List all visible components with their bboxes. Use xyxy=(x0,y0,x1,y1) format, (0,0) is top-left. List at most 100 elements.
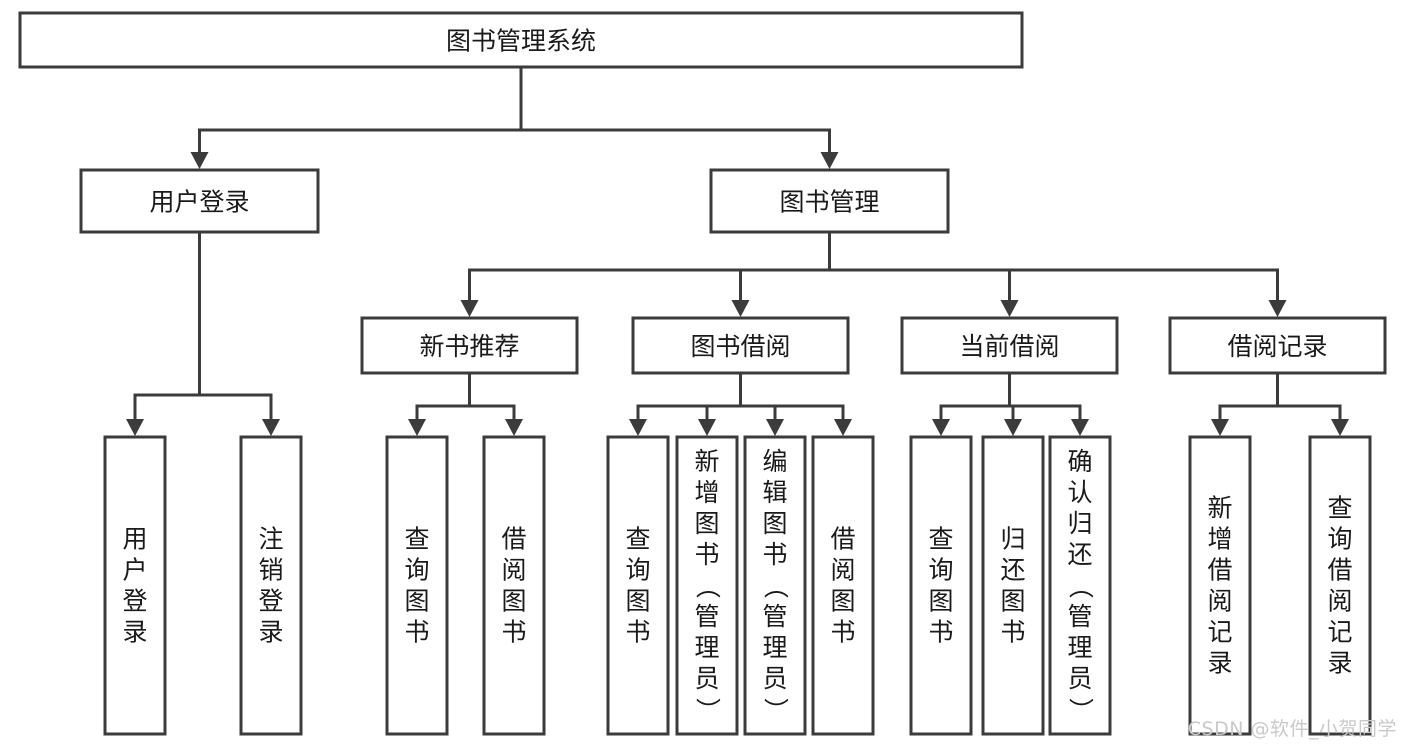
connector-group-当前借阅 xyxy=(932,371,1089,436)
node-label-char: 管 xyxy=(694,602,719,631)
node-box[interactable] xyxy=(385,435,449,736)
node-level3-借阅记录[interactable]: 借阅记录 xyxy=(1168,316,1387,375)
node-layer: 图书管理系统用户登录图书管理新书推荐图书借阅当前借阅借阅记录用户登录注销登录查询… xyxy=(18,11,1387,736)
arrowhead xyxy=(262,419,280,436)
node-label-char: 用 xyxy=(122,525,147,554)
node-box[interactable] xyxy=(811,435,875,736)
node-box[interactable] xyxy=(239,435,303,736)
node-label-char: 归 xyxy=(1067,509,1092,538)
node-level2-用户登录[interactable]: 用户登录 xyxy=(79,168,320,234)
node-label: 当前借阅 xyxy=(959,332,1059,361)
node-level3-新书推荐[interactable]: 新书推荐 xyxy=(360,316,579,375)
node-label-char: 借 xyxy=(1327,556,1352,585)
node-label: 图书管理 xyxy=(779,188,879,217)
node-label-char: （ xyxy=(761,574,790,599)
node-label-char: 图 xyxy=(694,509,719,538)
connector-group-用户登录 xyxy=(126,230,280,436)
node-box[interactable] xyxy=(606,435,670,736)
node-label-char: 注 xyxy=(258,525,283,554)
connector-group-借阅记录 xyxy=(1211,371,1349,436)
node-label-char: 归 xyxy=(1000,525,1025,554)
node-label-char: 阅 xyxy=(1327,587,1352,616)
node-box[interactable] xyxy=(631,316,850,375)
node-box[interactable] xyxy=(709,168,950,234)
node-label-char: 图 xyxy=(830,587,855,616)
node-label-char: 书 xyxy=(501,618,526,647)
node-root-图书管理系统[interactable]: 图书管理系统 xyxy=(18,11,1024,69)
arrowhead xyxy=(408,419,426,436)
arrowhead xyxy=(731,300,750,317)
arrowhead xyxy=(1071,419,1089,436)
node-label-char: 书 xyxy=(625,618,650,647)
node-label-char: 新 xyxy=(1207,494,1232,523)
node-label-char: 理 xyxy=(1067,633,1092,662)
node-label-char: 图 xyxy=(625,587,650,616)
arrowhead xyxy=(932,419,950,436)
node-label-char: 户 xyxy=(122,556,147,585)
node-label-char: 阅 xyxy=(830,556,855,585)
node-level3-当前借阅[interactable]: 当前借阅 xyxy=(900,316,1119,375)
arrowhead xyxy=(1000,300,1019,317)
node-label-char: 询 xyxy=(928,556,953,585)
node-label-char: 认 xyxy=(1067,478,1092,507)
node-level2-图书管理[interactable]: 图书管理 xyxy=(709,168,950,234)
node-label-char: 借 xyxy=(501,525,526,554)
node-leaf-用户登录[interactable]: 用户登录 xyxy=(103,435,167,736)
node-label-char: 书 xyxy=(830,618,855,647)
arrowhead xyxy=(629,419,647,436)
node-label-char: 借 xyxy=(1207,556,1232,585)
node-box[interactable] xyxy=(1048,435,1112,736)
node-label-char: 还 xyxy=(1000,556,1025,585)
node-label: 图书借阅 xyxy=(690,332,790,361)
node-box[interactable] xyxy=(675,435,739,736)
node-box[interactable] xyxy=(18,11,1024,69)
node-box[interactable] xyxy=(1308,435,1372,736)
arrowhead xyxy=(1331,419,1349,436)
node-label: 用户登录 xyxy=(149,188,249,217)
node-label-char: 销 xyxy=(258,556,283,585)
node-box[interactable] xyxy=(1188,435,1252,736)
node-box[interactable] xyxy=(360,316,579,375)
connector-group-图书管理系统 xyxy=(190,65,839,169)
node-box[interactable] xyxy=(1168,316,1387,375)
node-label-char: 理 xyxy=(762,633,787,662)
arrowhead xyxy=(834,419,852,436)
node-label: 新书推荐 xyxy=(419,332,519,361)
node-label-char: 书 xyxy=(694,540,719,569)
node-box[interactable] xyxy=(103,435,167,736)
node-box[interactable] xyxy=(909,435,973,736)
node-label-char: 图 xyxy=(1000,587,1025,616)
arrowhead xyxy=(505,419,523,436)
connector-group-图书借阅 xyxy=(629,371,852,436)
node-label-char: 借 xyxy=(830,525,855,554)
node-box[interactable] xyxy=(482,435,546,736)
node-label-char: 增 xyxy=(1207,525,1232,554)
node-label-char: ） xyxy=(1066,698,1095,723)
node-label-char: 管 xyxy=(1067,602,1092,631)
node-level3-图书借阅[interactable]: 图书借阅 xyxy=(631,316,850,375)
node-label-char: ） xyxy=(693,698,722,723)
node-label-char: 询 xyxy=(404,556,429,585)
node-label-char: 辑 xyxy=(762,478,787,507)
node-label-char: 录 xyxy=(258,618,283,647)
node-box[interactable] xyxy=(743,435,807,736)
node-box[interactable] xyxy=(79,168,320,234)
arrowhead xyxy=(126,419,144,436)
node-label-char: 录 xyxy=(1327,649,1352,678)
node-box[interactable] xyxy=(981,435,1045,736)
node-label-char: （ xyxy=(693,574,722,599)
node-box[interactable] xyxy=(900,316,1119,375)
